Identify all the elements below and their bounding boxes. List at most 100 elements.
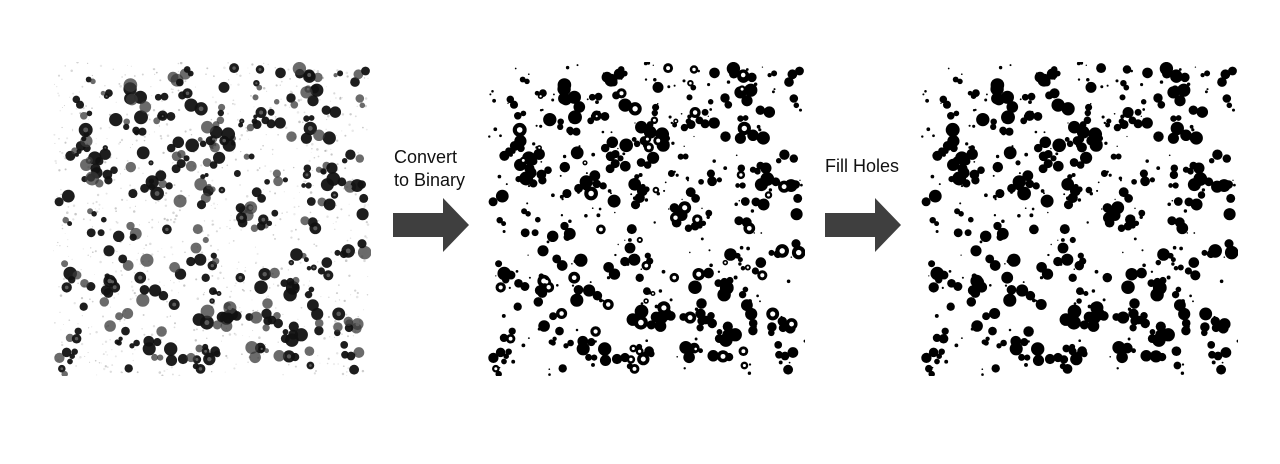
noise-speck [275, 84, 278, 87]
binary-particle [534, 216, 541, 223]
noise-speck [302, 121, 304, 124]
binary-speck [658, 289, 663, 293]
particle [67, 358, 73, 365]
noise-speck [151, 94, 153, 97]
particle-hole [746, 225, 752, 231]
binary-particle [506, 95, 515, 104]
noise-speck [92, 202, 95, 205]
noise-speck [166, 369, 168, 370]
noise-speck [238, 137, 242, 141]
filled-particle [1158, 282, 1167, 291]
filled-speck [1011, 145, 1014, 148]
noise-speck [244, 269, 247, 273]
noise-speck [243, 281, 245, 284]
particle [166, 111, 176, 121]
noise-speck [211, 219, 214, 222]
noise-speck [91, 74, 94, 77]
filled-particle [948, 136, 954, 142]
noise-speck [132, 210, 136, 213]
filled-particle [941, 327, 949, 335]
noise-speck [234, 333, 237, 336]
binary-particle [495, 347, 506, 358]
filled-speck [1133, 237, 1137, 241]
noise-speck [109, 339, 111, 341]
particle-hole [571, 275, 577, 281]
filled-particle [990, 123, 997, 131]
filled-particle [1001, 271, 1014, 284]
binary-particle [656, 312, 668, 324]
filled-speck [1067, 122, 1069, 124]
particle-core [326, 273, 331, 278]
filled-particle [1059, 224, 1070, 235]
filled-particle [1090, 302, 1098, 310]
particle [85, 171, 100, 186]
binary-speck [759, 300, 761, 303]
binary-particle [795, 66, 804, 76]
binary-particle [520, 228, 530, 238]
noise-speck [177, 89, 180, 92]
noise-speck [116, 221, 119, 224]
filled-particle [1066, 140, 1074, 148]
noise-speck [120, 270, 122, 272]
particle [85, 76, 92, 83]
binary-particle [677, 153, 684, 160]
filled-particle [1029, 224, 1039, 235]
noise-speck [228, 242, 230, 244]
noise-speck [91, 300, 94, 303]
binary-speck [505, 183, 508, 186]
particle-core [161, 115, 164, 118]
filled-particle [1190, 270, 1201, 281]
noise-speck [311, 170, 313, 172]
binary-speck [565, 65, 570, 70]
binary-particle [517, 131, 524, 138]
particle-core [172, 302, 177, 307]
noise-speck [126, 113, 129, 116]
particle-hole [740, 72, 746, 78]
particle [184, 98, 198, 112]
noise-speck [101, 343, 104, 346]
particle [308, 115, 315, 121]
filled-speck [1167, 202, 1171, 207]
particle-core [307, 349, 312, 353]
filled-particle [1069, 158, 1079, 167]
particle-hole [695, 217, 700, 222]
filled-speck [1086, 221, 1089, 224]
noise-speck [141, 283, 143, 285]
filled-particle [1220, 69, 1231, 80]
binary-particle [775, 157, 782, 164]
noise-speck [193, 328, 196, 332]
binary-particle [720, 93, 730, 103]
filled-particle [1052, 138, 1067, 153]
filled-particle [1079, 257, 1087, 265]
particle [262, 324, 270, 332]
noise-speck [68, 255, 70, 257]
particle [71, 348, 78, 355]
binary-particle [510, 148, 516, 154]
filled-particle [952, 76, 959, 83]
binary-particle [495, 370, 502, 376]
particle-core [286, 354, 292, 359]
filled-speck [1009, 64, 1012, 67]
particle-hole [638, 238, 642, 242]
filled-speck [1102, 298, 1106, 302]
noise-speck [142, 135, 144, 137]
noise-speck [262, 266, 265, 268]
binary-particle [740, 197, 750, 206]
noise-speck [349, 113, 352, 116]
noise-speck [135, 139, 138, 142]
noise-speck [112, 68, 115, 71]
filled-particle [1208, 157, 1215, 164]
noise-speck [312, 185, 314, 187]
binary-particle [557, 123, 564, 131]
filled-speck [925, 98, 929, 103]
filled-particle [1064, 136, 1070, 142]
particle [254, 280, 268, 294]
particle [269, 267, 280, 279]
noise-speck [242, 335, 244, 337]
particle [154, 93, 162, 101]
filled-particle [1015, 284, 1029, 297]
noise-speck [98, 203, 101, 206]
particle-core [312, 266, 315, 269]
noise-speck [151, 226, 154, 229]
noise-speck [212, 223, 215, 226]
